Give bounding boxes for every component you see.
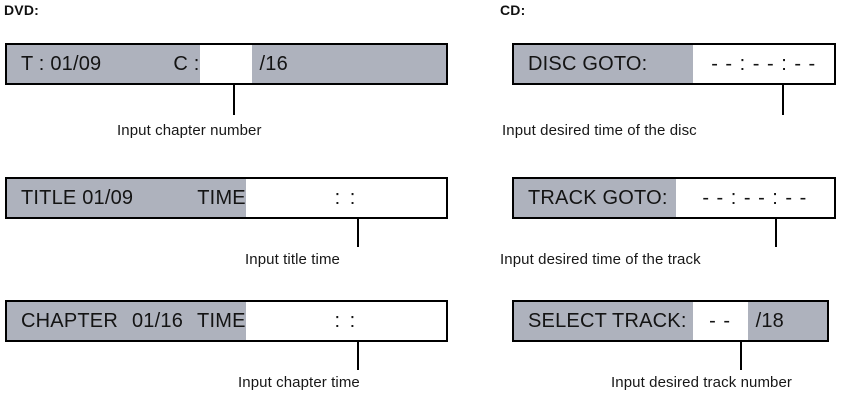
cd-track-caption: Input desired time of the track [500, 251, 701, 268]
dvd-title-time-label: TIME [133, 179, 246, 217]
dvd-chapter-leader-line [233, 85, 235, 115]
cd-disc-goto-label: DISC GOTO: [514, 45, 694, 83]
dvd-chapter-total: /16 [251, 45, 288, 83]
cd-track-goto-label: TRACK GOTO: [514, 179, 676, 217]
dvd-chapter-select-panel[interactable]: T : 01/09 C : /16 [5, 43, 448, 85]
dvd-chaptertime-chapter-label: CHAPTER [7, 302, 118, 340]
dvd-chaptertime-caption: Input chapter time [238, 374, 360, 391]
cd-track-goto-panel[interactable]: TRACK GOTO: - - : - - : - - [512, 177, 836, 219]
cd-disc-caption: Input desired time of the disc [502, 122, 697, 139]
cd-select-track-number-input[interactable]: - - [692, 302, 748, 340]
cd-track-goto-time-input[interactable]: - - : - - : - - [675, 179, 834, 217]
dvd-chapter-indicator-label: C : [101, 45, 200, 83]
dvd-title-number-label: TITLE 01/09 [7, 179, 134, 217]
dvd-chaptertime-leader-line [357, 342, 359, 370]
dvd-title-caption: Input title time [245, 251, 340, 268]
cd-select-caption: Input desired track number [611, 374, 793, 391]
dvd-title-leader-line [357, 219, 359, 247]
cd-select-track-label: SELECT TRACK: [514, 302, 693, 340]
dvd-title-time-panel[interactable]: TITLE 01/09 TIME : : [5, 177, 448, 219]
cd-disc-goto-panel[interactable]: DISC GOTO: - - : - - : - - [512, 43, 836, 85]
cd-select-track-panel[interactable]: SELECT TRACK: - - /18 [512, 300, 829, 342]
dvd-chaptertime-chapter-number: 01/16 [117, 302, 184, 340]
cd-section-heading: CD: [500, 2, 526, 18]
dvd-chapter-time-panel[interactable]: CHAPTER 01/16 TIME : : [5, 300, 448, 342]
dvd-chapter-caption: Input chapter number [117, 122, 262, 139]
cd-select-leader-line [740, 342, 742, 370]
dvd-chaptertime-time-input[interactable]: : : [245, 302, 446, 340]
dvd-title-time-input[interactable]: : : [245, 179, 446, 217]
cd-disc-leader-line [782, 85, 784, 115]
dvd-chaptertime-time-label: TIME [183, 302, 246, 340]
cd-track-leader-line [775, 219, 777, 247]
dvd-title-indicator: T : 01/09 [7, 45, 102, 83]
dvd-section-heading: DVD: [4, 2, 40, 18]
cd-disc-goto-time-input[interactable]: - - : - - : - - [693, 45, 834, 83]
dvd-chapter-number-input[interactable] [199, 45, 252, 83]
cd-select-track-total: /18 [747, 302, 784, 340]
